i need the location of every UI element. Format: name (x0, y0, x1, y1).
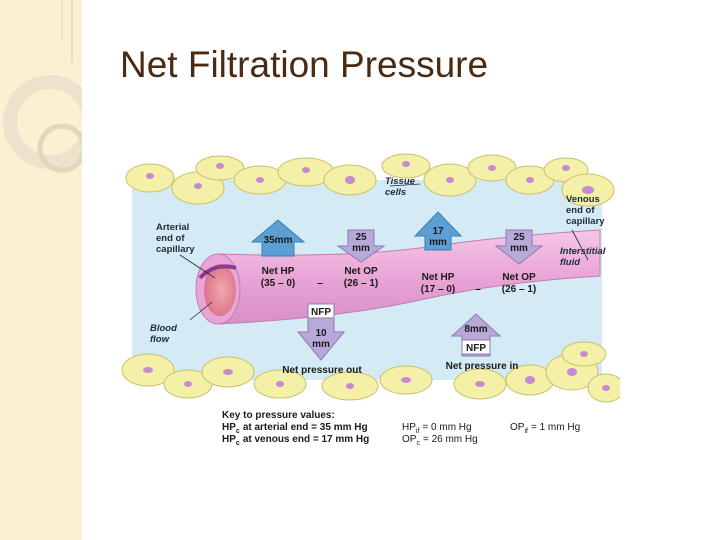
venous-op-value-1: 25 (513, 232, 525, 243)
arterial-nfp-label: NFP (311, 307, 331, 318)
tissue-cells-label-2: cells (385, 187, 406, 198)
arterial-hp-arrow: 35mm (250, 219, 306, 257)
interstitial-fluid-label-1: Interstitial (560, 246, 606, 257)
sidebar-decoration (3, 0, 82, 173)
slide-title: Net Filtration Pressure (120, 44, 489, 85)
key-line-3: HPif= 0 mm Hg (402, 422, 472, 435)
venous-hp-value-2: mm (429, 237, 447, 248)
arterial-net-op-formula: (26 – 1) (344, 278, 378, 289)
key-line-5: OPif= 1 mm Hg (510, 422, 580, 435)
arterial-op-value-1: 25 (355, 232, 367, 243)
venous-net-hp-label: Net HP (422, 272, 455, 283)
tissue-cells-label-1: Tissue (385, 176, 416, 187)
venous-net-op-formula: (26 – 1) (502, 284, 536, 295)
blood-flow-label-2: flow (150, 334, 170, 345)
arterial-net-hp-label: Net HP (262, 266, 295, 277)
venous-minus-sign: – (475, 284, 481, 295)
venous-op-value-2: mm (510, 243, 528, 254)
arterial-caption: Net pressure out (282, 365, 362, 376)
venous-op-arrow: 25 mm (494, 229, 544, 265)
arterial-nfp-value-2: mm (312, 339, 330, 350)
tissue-cells-bottom (121, 341, 620, 403)
tissue-cells-top (125, 153, 615, 207)
arterial-end-label-2: end of (156, 233, 185, 244)
capillary-lumen (204, 264, 236, 316)
venous-nfp-label: NFP (466, 343, 486, 354)
venous-nfp-value: 8mm (464, 324, 487, 335)
arterial-net-op-label: Net OP (344, 266, 378, 277)
venous-nfp-arrow: 8mm NFP (450, 313, 502, 357)
leader-lines (179, 183, 589, 321)
arterial-nfp-arrow: NFP 10 mm (296, 303, 346, 361)
arterial-net-hp-formula: (35 – 0) (261, 278, 295, 289)
interstitial-fluid-label-2: fluid (560, 257, 580, 268)
slide-sidebar (0, 0, 82, 540)
blood-flow-label-1: Blood (150, 323, 177, 334)
arterial-op-arrow: 25 mm (336, 229, 386, 263)
venous-end-label-3: capillary (566, 216, 605, 227)
venous-net-hp-formula: (17 – 0) (421, 284, 455, 295)
venous-net-op-label: Net OP (502, 272, 536, 283)
arterial-end-label-3: capillary (156, 244, 195, 255)
venous-end-label-1: Venous (566, 194, 600, 205)
venous-end-label-2: end of (566, 205, 595, 216)
venous-caption: Net pressure in (446, 361, 519, 372)
arterial-hp-value: 35mm (264, 235, 293, 246)
arterial-op-value-2: mm (352, 243, 370, 254)
net-filtration-diagram: 35mm 25 mm Net HP (35 – 0) – Net OP (26 … (121, 153, 620, 447)
venous-hp-value-1: 17 (432, 226, 444, 237)
arterial-nfp-value-1: 10 (315, 328, 327, 339)
venous-hp-arrow: 17 mm (413, 211, 463, 251)
key-heading: Key to pressure values: (222, 410, 335, 421)
key-line-4: OPc= 26 mm Hg (402, 434, 478, 447)
arterial-end-label-1: Arterial (156, 222, 189, 233)
arterial-minus-sign: – (317, 278, 323, 289)
